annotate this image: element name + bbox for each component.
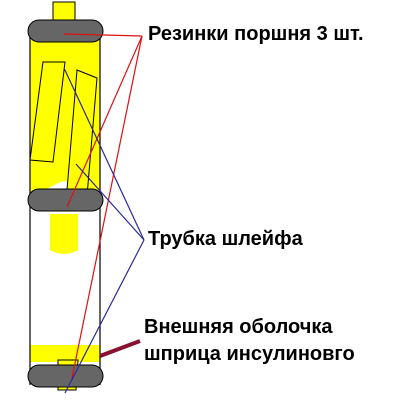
tube-pointer-lower <box>64 239 145 394</box>
label-outer-shell-line2: шприца инсулиновго <box>144 343 355 365</box>
rubber-pointer-lines <box>63 33 143 379</box>
label-outer-shell-line1: Внешняя оболочка <box>144 316 333 338</box>
tube-piece-left <box>29 61 66 163</box>
tube-pointer-middle <box>75 163 145 241</box>
lower-yellow-fill <box>30 345 100 362</box>
tube-pointer-lines <box>63 67 145 394</box>
rubber-pointer-middle <box>66 35 143 208</box>
piston-rubber-top <box>27 19 104 43</box>
shell-pointer-line <box>99 339 141 358</box>
rubber-pointer-top <box>63 33 143 37</box>
rubber-pointer-bottom <box>71 35 143 379</box>
piston-rubber-middle <box>27 188 104 212</box>
label-loop-tube: Трубка шлейфа <box>148 228 303 250</box>
middle-yellow-blob <box>50 214 78 254</box>
tube-pointer-upper <box>63 67 145 241</box>
piston-rubber-bottom <box>27 364 104 388</box>
label-piston-rubbers: Резинки поршня 3 шт. <box>148 23 364 45</box>
